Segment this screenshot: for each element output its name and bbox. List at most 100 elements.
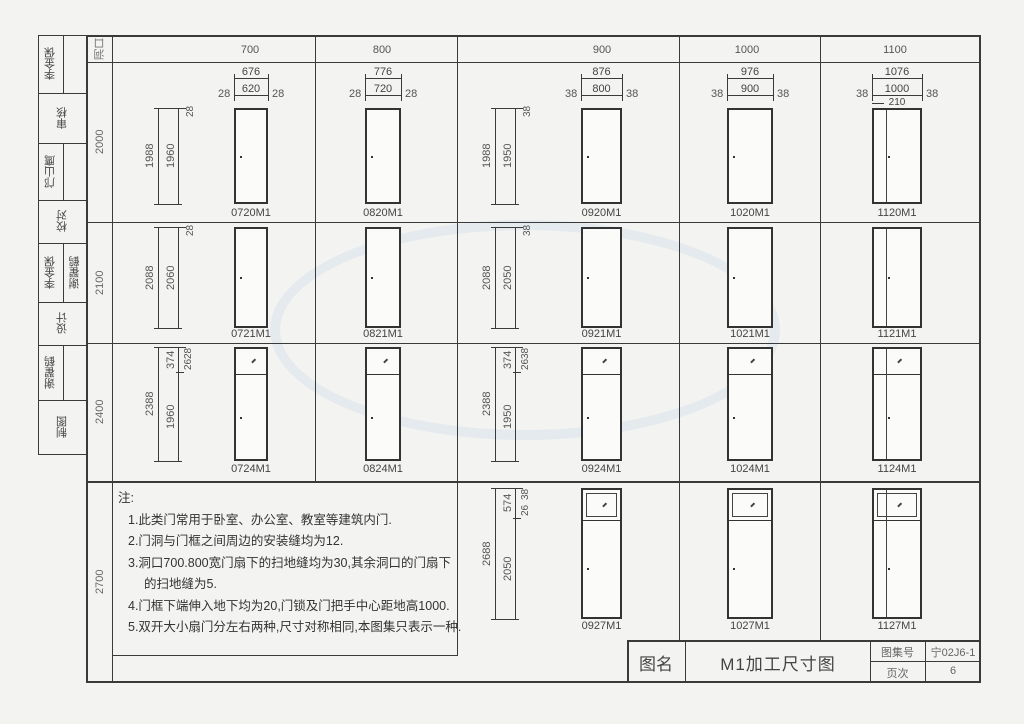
drawing-title: M1加工尺寸图 (720, 655, 836, 674)
sidebar-signature-4: 谢翟鹤 (69, 256, 81, 289)
height-door: 2050 (502, 265, 514, 290)
dim-line (178, 108, 179, 204)
page-number: 6 (949, 665, 957, 677)
drawing-frame (86, 35, 981, 683)
note-1: 1.此类门常用于卧室、办公室、教室等建筑内门. (128, 512, 392, 527)
sidebar-subdivider (63, 243, 64, 302)
notes-title: 注: (118, 491, 134, 505)
door-handle-icon (888, 277, 890, 280)
door-code: 1027M1 (730, 620, 770, 632)
sidebar-signature-0 (63, 35, 87, 93)
width-total: 1076 (884, 66, 910, 78)
leaf-divider (886, 349, 887, 459)
height-total: 2388 (144, 391, 156, 417)
dim-line (365, 95, 401, 96)
dim-tick (491, 204, 519, 205)
width-left-frame: 38 (856, 88, 869, 100)
sidebar-role-6: 谢翟鹤 (44, 356, 57, 389)
height-transom: 374 (165, 350, 177, 369)
door-code: 0821M1 (363, 328, 403, 340)
door-1027M1 (727, 488, 773, 619)
transom-window (367, 349, 399, 375)
glass-mark-icon (383, 358, 388, 364)
atlas-number-label: 图集号 (881, 647, 914, 659)
atlas-number: 宁02J6-1 (930, 647, 976, 659)
sidebar-role-7: 制图 (56, 416, 69, 439)
dim-line (872, 78, 922, 79)
dim-tick (581, 74, 582, 101)
door-0920M1 (581, 108, 622, 204)
door-code: 1121M1 (877, 328, 917, 340)
dim-line (234, 95, 268, 96)
note-2: 2.门洞与门框之间周边的安装缝均为12. (128, 534, 344, 548)
column-header-900: 900 (592, 44, 612, 56)
column-divider (820, 35, 821, 640)
note-4: 4.门框下端伸入地下均为20,门锁及门把手中心距地高1000. (128, 598, 450, 613)
width-total: 776 (373, 66, 393, 78)
sidebar-role-1: 审核 (56, 107, 69, 129)
glass-mark-icon (601, 358, 607, 364)
door-handle-icon (587, 277, 589, 280)
dim-line (495, 347, 496, 461)
column-header-1000: 1000 (734, 44, 760, 56)
title-name-label: 图名 (639, 655, 673, 674)
dim-tick (491, 108, 523, 109)
sidebar-role-0: 李金保 (44, 47, 57, 81)
dim-tick (491, 461, 519, 462)
width-left-frame: 38 (565, 88, 578, 100)
dim-tick (268, 74, 269, 101)
transom-window (729, 349, 771, 375)
row-label-2700: 2700 (94, 569, 106, 595)
transom-window (583, 490, 620, 521)
dim-tick (154, 328, 182, 329)
dim-tick (773, 74, 774, 101)
height-door: 1960 (165, 404, 177, 429)
door-1024M1 (727, 347, 773, 461)
height-door: 1950 (502, 404, 514, 429)
door-code: 1120M1 (877, 207, 917, 219)
door-code: 0921M1 (581, 328, 622, 340)
header-corner: 洞口 (94, 38, 106, 61)
door-handle-icon (888, 416, 890, 419)
column-header-800: 800 (372, 44, 392, 56)
column-header-700: 700 (240, 44, 260, 56)
dim-tick (491, 347, 523, 348)
row-label-2100: 2100 (94, 270, 106, 295)
door-code: 1024M1 (730, 463, 770, 475)
dim-line (581, 78, 622, 79)
door-1127M1 (872, 488, 922, 619)
glass-mark-icon (251, 358, 256, 364)
door-1020M1 (727, 108, 773, 204)
dim-tick (727, 74, 728, 101)
width-clear: 800 (592, 83, 611, 95)
height-total: 2688 (481, 541, 493, 566)
glass-mark-icon (897, 358, 902, 364)
door-code: 0924M1 (581, 463, 622, 475)
dim-tick (491, 488, 523, 489)
door-handle-icon (240, 416, 242, 419)
dim-tick (513, 372, 521, 373)
dim-line (178, 347, 179, 461)
door-1124M1 (872, 347, 922, 461)
dim-tick (491, 328, 519, 329)
sidebar-subdivider (63, 345, 64, 400)
door-0924M1 (581, 347, 622, 461)
dim-line (495, 488, 496, 619)
width-right-frame: 28 (272, 88, 285, 100)
row-label-divider (112, 35, 113, 683)
height-transom: 574 (502, 493, 514, 513)
dim-tick (176, 372, 184, 373)
dim-line (515, 488, 516, 619)
door-0921M1 (581, 227, 622, 328)
dim-tick (401, 74, 402, 101)
dim-line (365, 78, 401, 79)
row-divider (86, 222, 981, 223)
dim-line (158, 108, 159, 204)
height-door: 1950 (502, 143, 514, 169)
dim-line (727, 95, 773, 96)
notes-right (457, 481, 458, 656)
leaf-divider (886, 490, 887, 617)
door-code: 0721M1 (231, 328, 271, 340)
dim-tick (872, 74, 873, 101)
door-handle-icon (733, 416, 735, 419)
